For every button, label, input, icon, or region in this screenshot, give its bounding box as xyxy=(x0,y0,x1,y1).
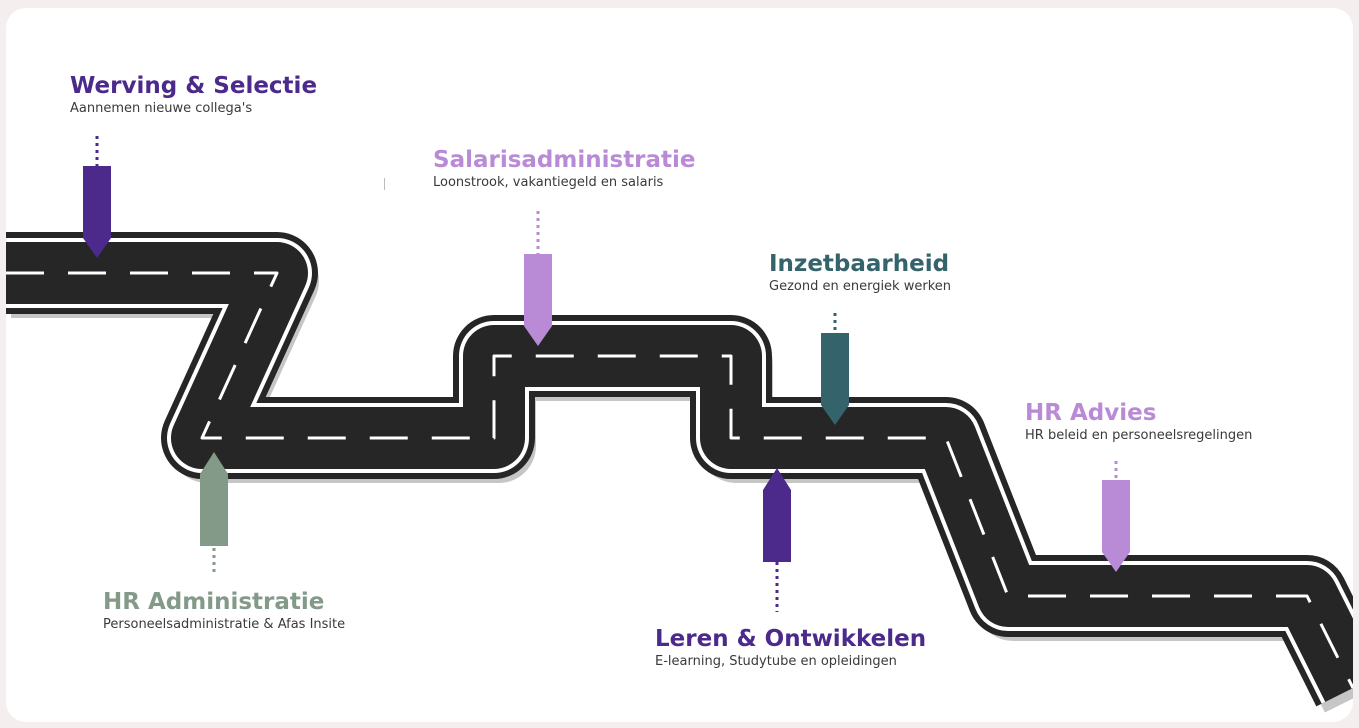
step-title: Werving & Selectie xyxy=(70,73,318,99)
step-title: Inzetbaarheid xyxy=(769,251,950,277)
marker-werving xyxy=(83,136,111,258)
marker-hr-administratie xyxy=(200,452,228,574)
step-title: HR Advies xyxy=(1025,400,1157,426)
marker-leren-ontwikkelen xyxy=(763,468,791,612)
marker-hr-advies xyxy=(1102,461,1130,572)
step-hr-advies: HR Advies HR beleid en personeelsregelin… xyxy=(1025,399,1252,445)
road-diagram xyxy=(6,136,1353,713)
marker-inzetbaarheid xyxy=(821,313,849,425)
step-subtitle: E-learning, Studytube en opleidingen xyxy=(655,654,897,669)
step-title: HR Administratie xyxy=(103,589,325,615)
step-subtitle: Gezond en energiek werken xyxy=(769,279,951,294)
step-subtitle: Personeelsadministratie & Afas Insite xyxy=(103,617,346,632)
step-inzetbaarheid: Inzetbaarheid Gezond en energiek werken xyxy=(769,250,951,296)
divider-tick xyxy=(384,178,385,190)
step-title: Salarisadministratie xyxy=(433,147,696,173)
step-werving-selectie: Werving & Selectie Aannemen nieuwe colle… xyxy=(70,72,317,118)
step-subtitle: Aannemen nieuwe collega's xyxy=(70,101,253,116)
step-title: Leren & Ontwikkelen xyxy=(655,626,927,652)
roadmap-card: Werving & Selectie Aannemen nieuwe colle… xyxy=(6,8,1353,722)
step-leren-ontwikkelen: Leren & Ontwikkelen E-learning, Studytub… xyxy=(655,625,926,671)
step-hr-administratie: HR Administratie Personeelsadministratie… xyxy=(103,588,345,634)
step-salarisadministratie: Salarisadministratie Loonstrook, vakanti… xyxy=(433,146,696,192)
step-subtitle: HR beleid en personeelsregelingen xyxy=(1025,428,1253,443)
step-subtitle: Loonstrook, vakantiegeld en salaris xyxy=(433,175,664,190)
road-lane-markings xyxy=(6,271,1353,689)
marker-salarisadministratie xyxy=(524,211,552,346)
